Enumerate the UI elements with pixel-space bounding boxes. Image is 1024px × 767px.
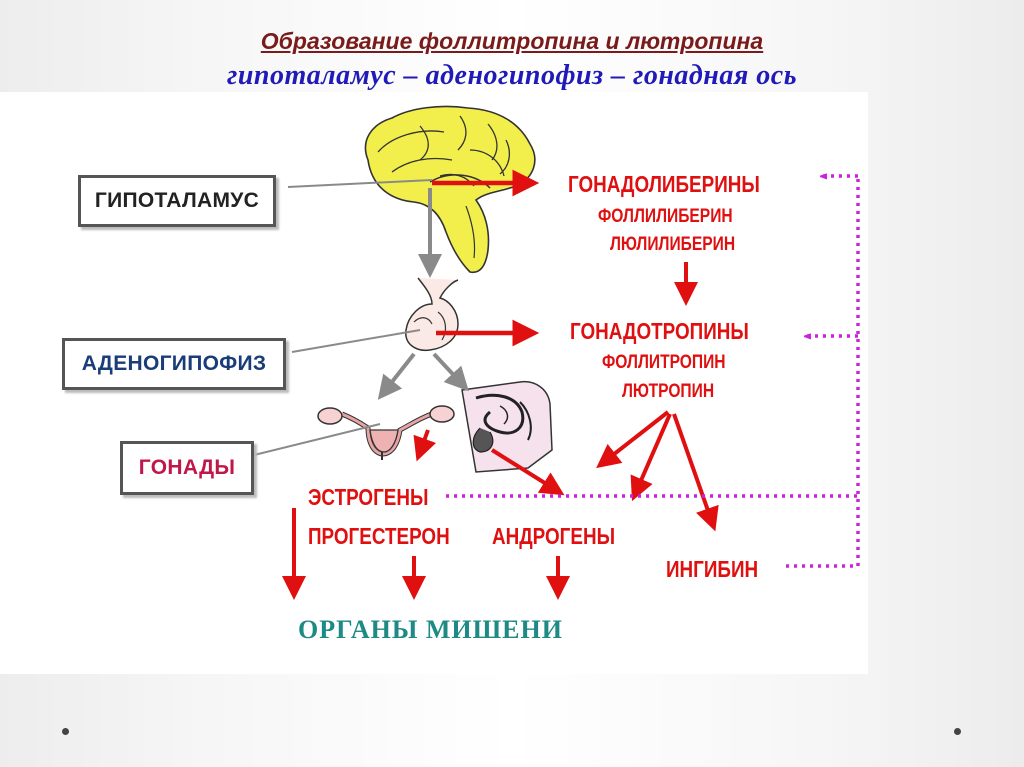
pituitary-to-uterus-arrow: [377, 352, 416, 400]
text-follitropin: ФОЛЛИТРОПИН: [602, 352, 726, 373]
slide-title: Образование фоллитропина и лютропина: [260, 28, 764, 54]
text-estrogens: ЭСТРОГЕНЫ: [308, 484, 429, 510]
text-progesterone: ПРОГЕСТЕРОН: [308, 523, 450, 549]
corner-dot-left: [62, 728, 69, 735]
text-target-organs: ОРГАНЫ МИШЕНИ: [298, 615, 563, 644]
male-organ-illustration: [461, 380, 553, 473]
uterus-illustration: [317, 405, 455, 460]
text-folliliberin: ФОЛЛИЛИБЕРИН: [598, 206, 733, 227]
text-gonadoliberins: ГОНАДОЛИБЕРИНЫ: [568, 171, 760, 197]
hypothalamus-pointer-line: [287, 179, 433, 188]
pituitary-to-male-arrow: [432, 352, 469, 392]
label-adenohypophysis: АДЕНОГИПОФИЗ: [62, 338, 286, 390]
male-to-androgens-arrow: [490, 448, 565, 496]
label-gonads: ГОНАДЫ: [120, 441, 254, 495]
brain-illustration: [364, 105, 536, 274]
label-hypothalamus: ГИПОТАЛАМУС: [78, 175, 276, 227]
uterus-red-arrow: [413, 429, 437, 462]
text-inhibin: ИНГИБИН: [666, 556, 759, 582]
tropins-to-inhibin-arrow: [672, 413, 719, 532]
pituitary-illustration: [405, 277, 459, 352]
adenohypophysis-pointer-line: [291, 329, 421, 353]
text-gonadotropins: ГОНАДОТРОПИНЫ: [570, 318, 749, 344]
tropins-arrow-center: [630, 413, 672, 502]
gonads-pointer-line: [253, 423, 381, 456]
tropins-arrow-left: [596, 410, 670, 469]
text-lutropin: ЛЮТРОПИН: [622, 381, 715, 402]
feedback-loop: [446, 176, 860, 568]
slide-subtitle: гипоталамус – аденогипофиз – гонадная ос…: [226, 60, 797, 91]
corner-dot-right: [954, 728, 961, 735]
text-androgens: АНДРОГЕНЫ: [492, 523, 616, 549]
text-luliberin: ЛЮЛИЛИБЕРИН: [610, 234, 736, 255]
